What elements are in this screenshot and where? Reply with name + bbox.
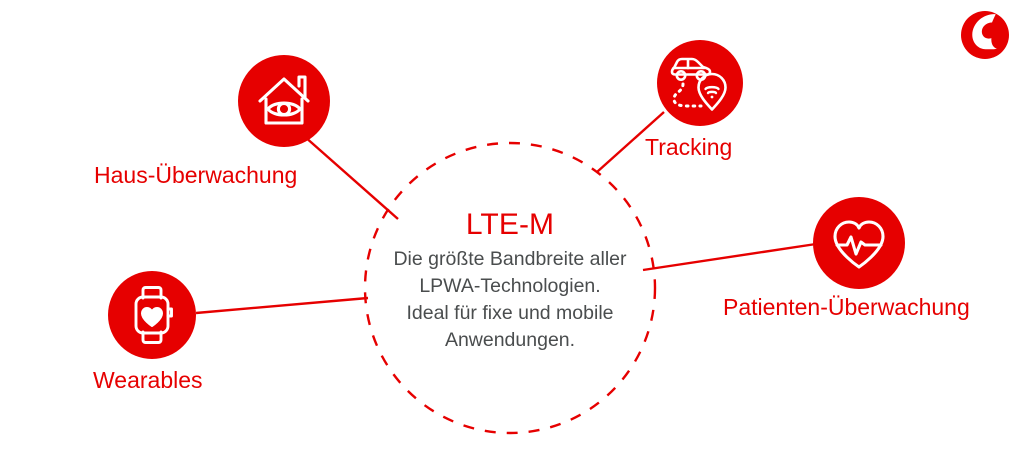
node-label-tracking: Tracking — [645, 134, 733, 160]
node-patienten-ueberwachung[interactable] — [813, 197, 905, 289]
vodafone-speechmark-logo — [961, 11, 1009, 59]
connector-line-wearables — [195, 296, 369, 315]
connector-line-haus — [303, 135, 399, 220]
node-tracking[interactable] — [657, 40, 743, 126]
heart-pulse-icon — [833, 220, 885, 269]
car-route-location-pin-icon — [670, 57, 727, 111]
house-eye-icon — [258, 75, 310, 125]
node-label-patienten-ueberwachung: Patienten-Überwachung — [723, 294, 970, 320]
node-haus-ueberwachung[interactable] — [238, 55, 330, 147]
connector-line-tracking — [596, 111, 665, 173]
connector-line-patienten — [642, 242, 817, 272]
node-label-haus-ueberwachung: Haus-Überwachung — [94, 162, 298, 188]
node-label-wearables: Wearables — [93, 367, 203, 393]
hub-dashed-circle — [363, 141, 657, 435]
smartwatch-heart-icon — [134, 286, 173, 344]
node-wearables[interactable] — [108, 271, 196, 359]
